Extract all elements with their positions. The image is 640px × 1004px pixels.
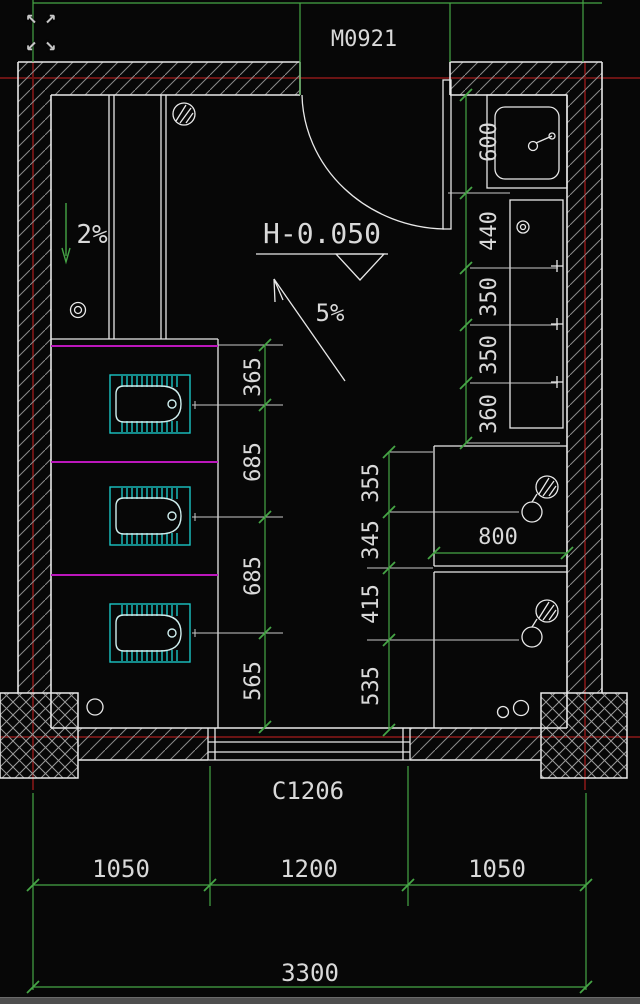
dim-stall-355: 355 xyxy=(359,463,384,503)
bathtubs xyxy=(109,374,191,663)
slope-main-label: 5% xyxy=(316,299,345,327)
dim-right-350b: 350 xyxy=(477,335,502,375)
sink-fixture xyxy=(486,94,568,189)
floor-drain-hatched-2 xyxy=(535,599,559,623)
drain-bottom-mid-1 xyxy=(496,705,510,719)
window-symbol xyxy=(207,728,411,761)
pan-circle-2 xyxy=(521,626,543,648)
dim-stall-535: 535 xyxy=(359,666,384,706)
wall-hatching xyxy=(18,62,602,760)
door-label: M0921 xyxy=(331,27,397,52)
level-marker xyxy=(256,253,388,382)
dim-stall-345: 345 xyxy=(359,520,384,560)
dim-bottom-1200: 1200 xyxy=(280,855,338,883)
slope-arrow-line xyxy=(273,278,346,382)
arrow-up-left-icon: ↖ xyxy=(25,6,38,28)
axis-lines xyxy=(0,62,640,790)
drain-bottom-mid-2 xyxy=(512,699,530,717)
door-swing-arc xyxy=(301,94,445,230)
structural-columns xyxy=(0,692,628,779)
dim-tub-565: 565 xyxy=(241,661,266,701)
slope-left-arrow xyxy=(61,203,71,265)
window-label: C1206 xyxy=(272,777,344,805)
dim-bottom-1050b: 1050 xyxy=(468,855,526,883)
pan-circle-1 xyxy=(521,501,543,523)
wall-outlines xyxy=(17,61,603,761)
stall-fixtures xyxy=(521,475,559,648)
slope-arrowhead-icon xyxy=(273,278,284,303)
door-symbol xyxy=(301,79,452,230)
dim-right-440: 440 xyxy=(477,211,502,251)
floor-drain-hatched-1 xyxy=(535,475,559,499)
arrow-down-right-icon: ↘ xyxy=(44,33,57,55)
level-label: H-0.050 xyxy=(263,217,381,250)
drain-bottom-left xyxy=(86,698,104,716)
extension-lines xyxy=(192,192,560,641)
column-bottom-left xyxy=(0,692,79,779)
bathtub-1 xyxy=(109,374,191,434)
slope-left-label: 2% xyxy=(76,220,108,250)
dim-right-360: 360 xyxy=(477,394,502,434)
drain-ring-icon xyxy=(516,220,530,234)
arrow-up-right-icon: ↗ xyxy=(44,6,57,28)
dimension-lines xyxy=(32,0,602,990)
drawing-text: M0921 C1206 H-0.050 2% 5% 600 440 350 35… xyxy=(76,27,526,987)
dim-right-350a: 350 xyxy=(477,277,502,317)
arrow-down-left-icon: ↙ xyxy=(25,33,38,55)
dim-stall-415: 415 xyxy=(359,584,384,624)
counter-mark-1 xyxy=(551,260,563,272)
door-leaf xyxy=(442,79,452,230)
level-triangle-icon xyxy=(334,253,386,281)
dim-sink-600: 600 xyxy=(477,122,502,162)
interior-lines xyxy=(51,95,567,728)
dim-stall-800: 800 xyxy=(478,525,518,550)
dim-tub-365: 365 xyxy=(241,357,266,397)
counter-mark-3 xyxy=(551,376,563,388)
dim-total-3300: 3300 xyxy=(281,959,339,987)
dim-tub-685a: 685 xyxy=(241,442,266,482)
bathtub-3 xyxy=(109,603,191,663)
expand-fullscreen-icon[interactable]: ↖ ↗ ↙ ↘ xyxy=(22,4,60,58)
dim-tub-685b: 685 xyxy=(241,556,266,596)
bathtub-2 xyxy=(109,486,191,546)
counter-fixture xyxy=(509,199,564,429)
drain-double-circle xyxy=(69,301,87,319)
tub-partitions xyxy=(51,345,218,576)
counter-mark-2 xyxy=(551,318,563,330)
bottom-scrollbar[interactable] xyxy=(0,997,640,1004)
dim-bottom-1050a: 1050 xyxy=(92,855,150,883)
column-bottom-right xyxy=(540,692,628,779)
floor-drain-hatched-entry xyxy=(172,102,196,126)
floor-drains xyxy=(69,102,530,719)
faucet-icon xyxy=(527,140,539,152)
